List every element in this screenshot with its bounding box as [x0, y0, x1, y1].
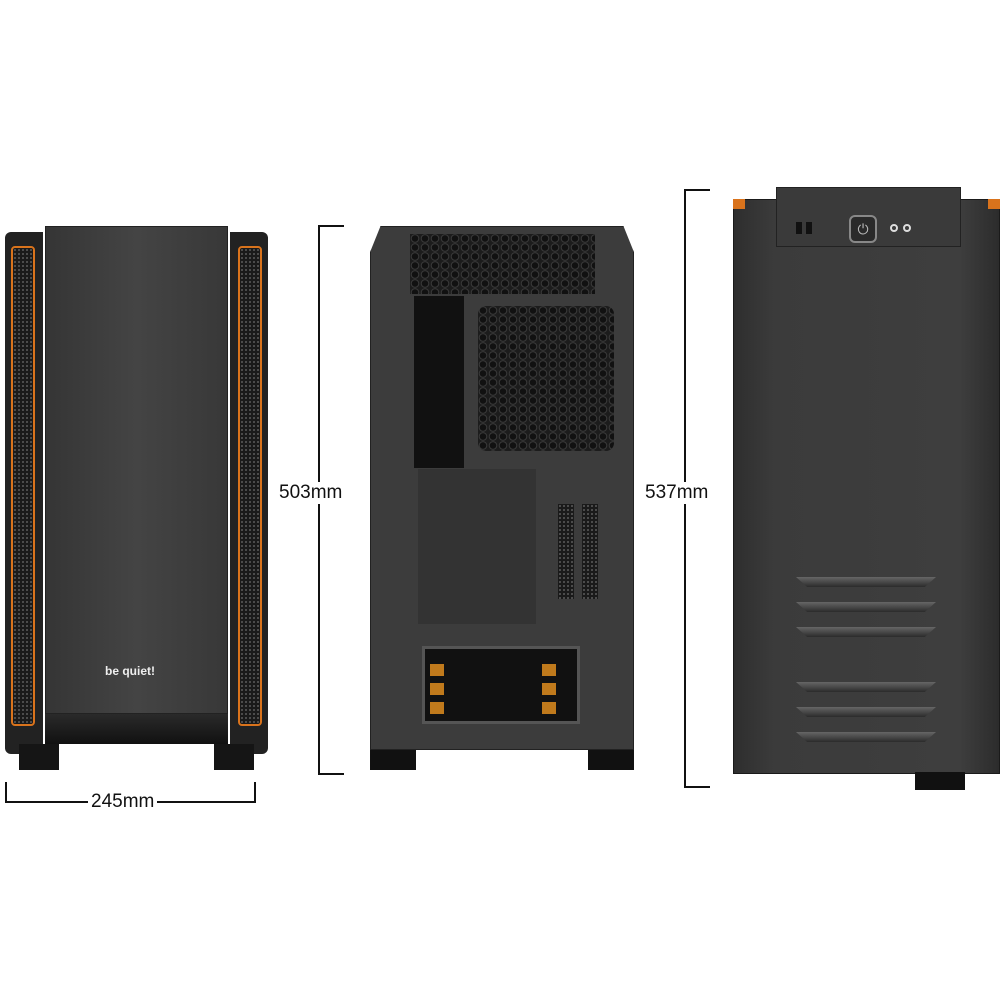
- front-foot-left: [19, 744, 59, 770]
- power-button: ⏻: [849, 215, 877, 243]
- rear-foot-right: [588, 750, 634, 770]
- front-panel: [45, 226, 228, 714]
- total-height-tick-top: [684, 189, 710, 191]
- rear-foot-left: [370, 750, 416, 770]
- width-dimension-tick-right: [254, 782, 256, 803]
- right-mesh: [238, 246, 262, 726]
- body-height-tick-bottom: [318, 773, 344, 775]
- psu-thumbscrews-right: [542, 664, 556, 714]
- orange-accent-left: [733, 199, 745, 209]
- left-mesh: [11, 246, 35, 726]
- side-view-case: ⏻: [733, 187, 1000, 790]
- width-dimension-label: 245mm: [88, 791, 158, 813]
- body-height-tick-top: [318, 225, 344, 227]
- usb-port: [806, 222, 812, 234]
- front-bottom-bezel: [45, 714, 228, 744]
- side-vent: [796, 602, 936, 612]
- io-shield-opening: [414, 296, 464, 468]
- psu-thumbscrews-left: [430, 664, 444, 714]
- front-foot-right: [214, 744, 254, 770]
- total-height-tick-bottom: [684, 786, 710, 788]
- side-foot: [915, 772, 965, 790]
- side-vent: [796, 682, 936, 692]
- width-dimension-tick-left: [5, 782, 7, 803]
- vertical-slot-left: [558, 504, 574, 599]
- side-vent: [796, 627, 936, 637]
- side-vent: [796, 577, 936, 587]
- front-view-case: be quiet!: [5, 226, 268, 770]
- rear-fan: [478, 306, 614, 451]
- top-vent-grille: [410, 234, 595, 294]
- body-height-dimension-label: 503mm: [276, 482, 346, 504]
- vertical-slot-right: [582, 504, 598, 599]
- side-vent: [796, 707, 936, 717]
- rear-view-case: [370, 226, 897, 770]
- side-vent: [796, 732, 936, 742]
- orange-accent-right: [988, 199, 1000, 209]
- expansion-slot-area: [418, 469, 536, 624]
- brand-logo: be quiet!: [105, 664, 155, 678]
- audio-jack: [890, 224, 898, 232]
- psu-opening: [422, 646, 580, 724]
- total-height-dimension-label: 537mm: [642, 482, 712, 504]
- usb-port: [796, 222, 802, 234]
- audio-jack: [903, 224, 911, 232]
